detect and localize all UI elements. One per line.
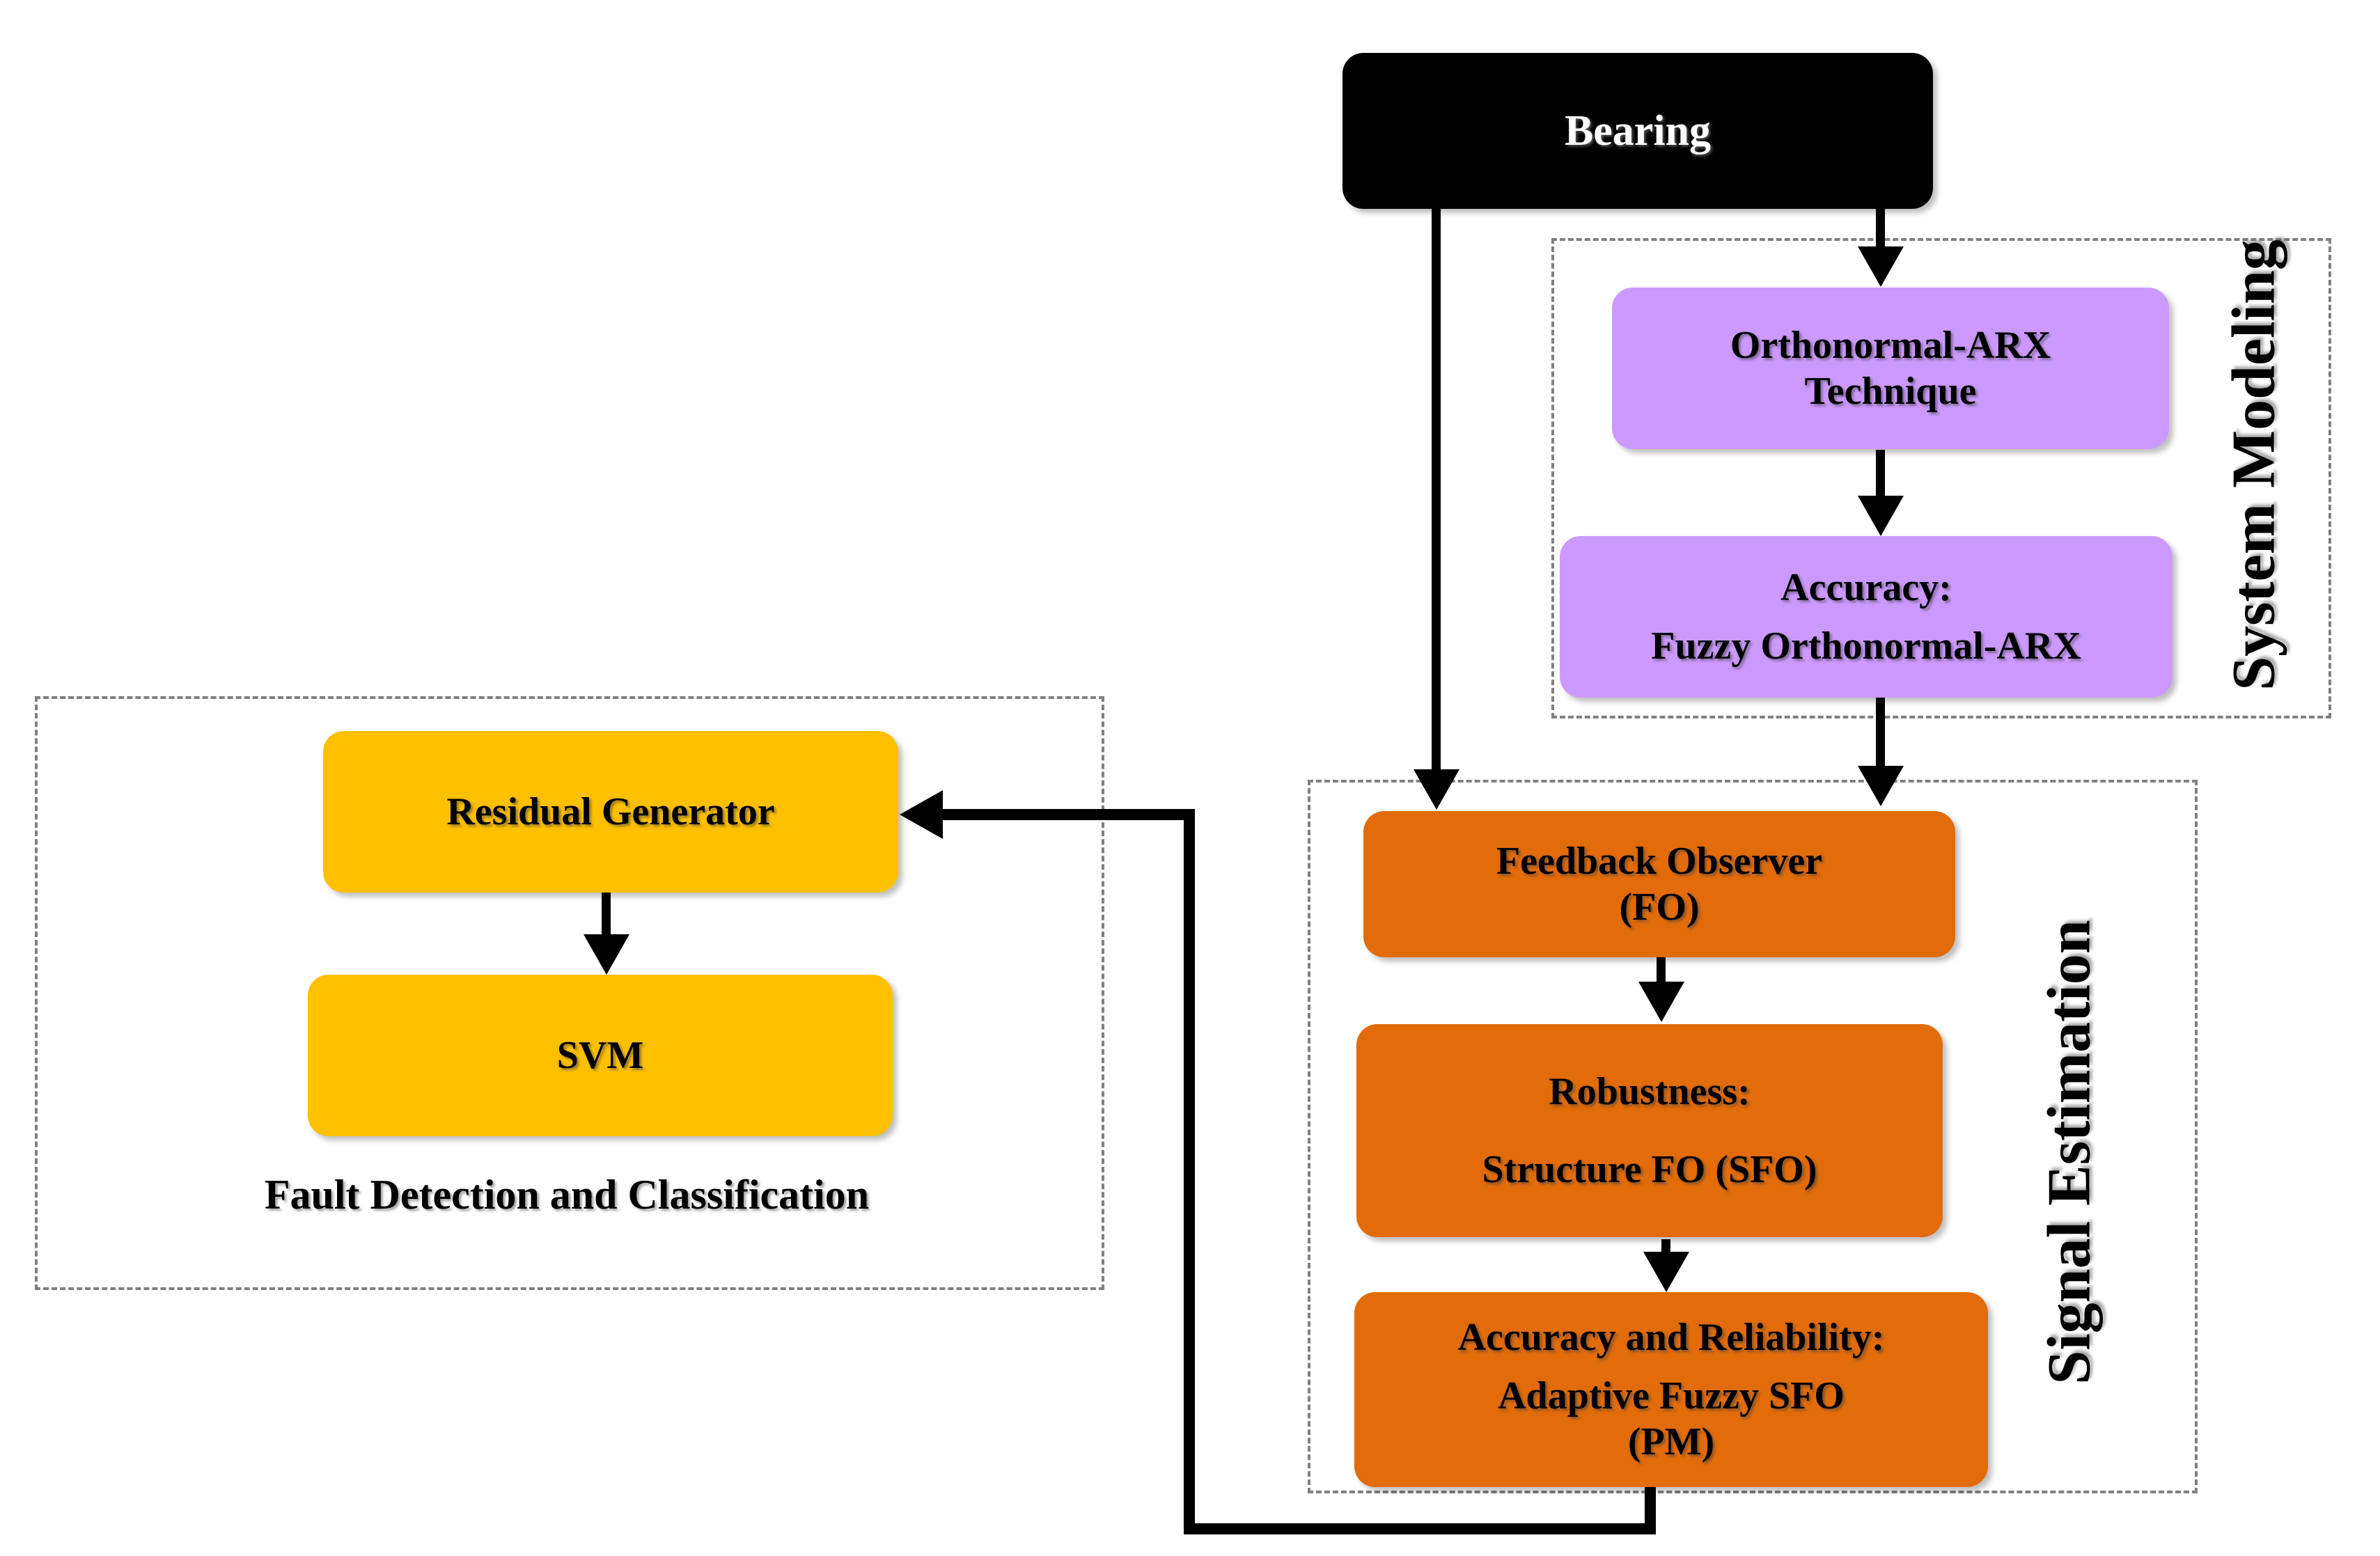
system-modeling-group <box>1551 238 2331 718</box>
fault-detection-group-label: Fault Detection and Classification <box>264 1172 870 1218</box>
feedback-observer-label-line1: Feedback Observer <box>1496 839 1823 883</box>
arrowhead-oarx-to-accuracy <box>1858 496 1904 536</box>
feedback-segment-pm-down <box>1645 1487 1656 1534</box>
fault-detection-group <box>35 696 1104 1290</box>
svm-node: SVM <box>308 975 893 1136</box>
system-modeling-group-label: System Modeling <box>2220 239 2288 691</box>
arrowhead-feedback-to-rg <box>900 790 943 839</box>
arrowhead-sfo-to-pm <box>1643 1252 1689 1292</box>
structure-fo-node: Robustness: Structure FO (SFO) <box>1356 1024 1943 1237</box>
connector-oarx-to-accuracy <box>1876 450 1885 497</box>
connector-fo-to-sfo <box>1657 957 1666 984</box>
adaptive-fuzzy-sfo-label-line2: Adaptive Fuzzy SFO <box>1498 1374 1845 1417</box>
fuzzy-orthonormal-arx-label-line2: Fuzzy Orthonormal-ARX <box>1651 624 2081 668</box>
orthonormal-arx-node: Orthonormal-ARX Technique <box>1612 288 2169 449</box>
feedback-observer-node: Feedback Observer (FO) <box>1363 811 1955 957</box>
svm-label: SVM <box>556 1033 644 1077</box>
arrowhead-fo-to-sfo <box>1638 982 1684 1022</box>
feedback-segment-top <box>940 809 1195 820</box>
feedback-segment-bottom <box>1184 1523 1656 1534</box>
fuzzy-orthonormal-arx-label-line1: Accuracy: <box>1780 565 1952 609</box>
arrowhead-rg-to-svm <box>584 934 629 975</box>
connector-sfo-to-pm <box>1661 1239 1670 1255</box>
connector-accuracy-to-fo <box>1876 698 1885 767</box>
residual-generator-label: Residual Generator <box>446 789 775 833</box>
arrowhead-bearing-to-fo <box>1414 769 1459 810</box>
feedback-segment-up <box>1184 809 1195 1534</box>
adaptive-fuzzy-sfo-label-line1: Accuracy and Reliability: <box>1457 1315 1885 1359</box>
arrowhead-accuracy-to-fo <box>1858 766 1904 806</box>
connector-rg-to-svm <box>602 893 611 937</box>
arrowhead-bearing-to-oarx <box>1858 246 1904 287</box>
signal-estimation-group <box>1308 780 2198 1493</box>
bearing-label: Bearing <box>1564 107 1712 155</box>
feedback-observer-label-line2: (FO) <box>1619 886 1700 929</box>
connector-bearing-to-fo <box>1432 207 1441 769</box>
structure-fo-label-line2: Structure FO (SFO) <box>1482 1148 1817 1191</box>
adaptive-fuzzy-sfo-node: Accuracy and Reliability: Adaptive Fuzzy… <box>1354 1292 1988 1487</box>
orthonormal-arx-label-line2: Technique <box>1804 370 1977 413</box>
orthonormal-arx-label-line1: Orthonormal-ARX <box>1730 323 2051 367</box>
adaptive-fuzzy-sfo-label-line3: (PM) <box>1627 1420 1715 1464</box>
bearing-node: Bearing <box>1342 53 1933 209</box>
signal-estimation-group-label: Signal Estimation <box>2035 920 2104 1385</box>
connector-bearing-to-oarx <box>1876 207 1885 246</box>
structure-fo-label-line1: Robustness: <box>1549 1069 1751 1113</box>
residual-generator-node: Residual Generator <box>323 731 898 893</box>
fuzzy-orthonormal-arx-node: Accuracy: Fuzzy Orthonormal-ARX <box>1560 536 2172 698</box>
